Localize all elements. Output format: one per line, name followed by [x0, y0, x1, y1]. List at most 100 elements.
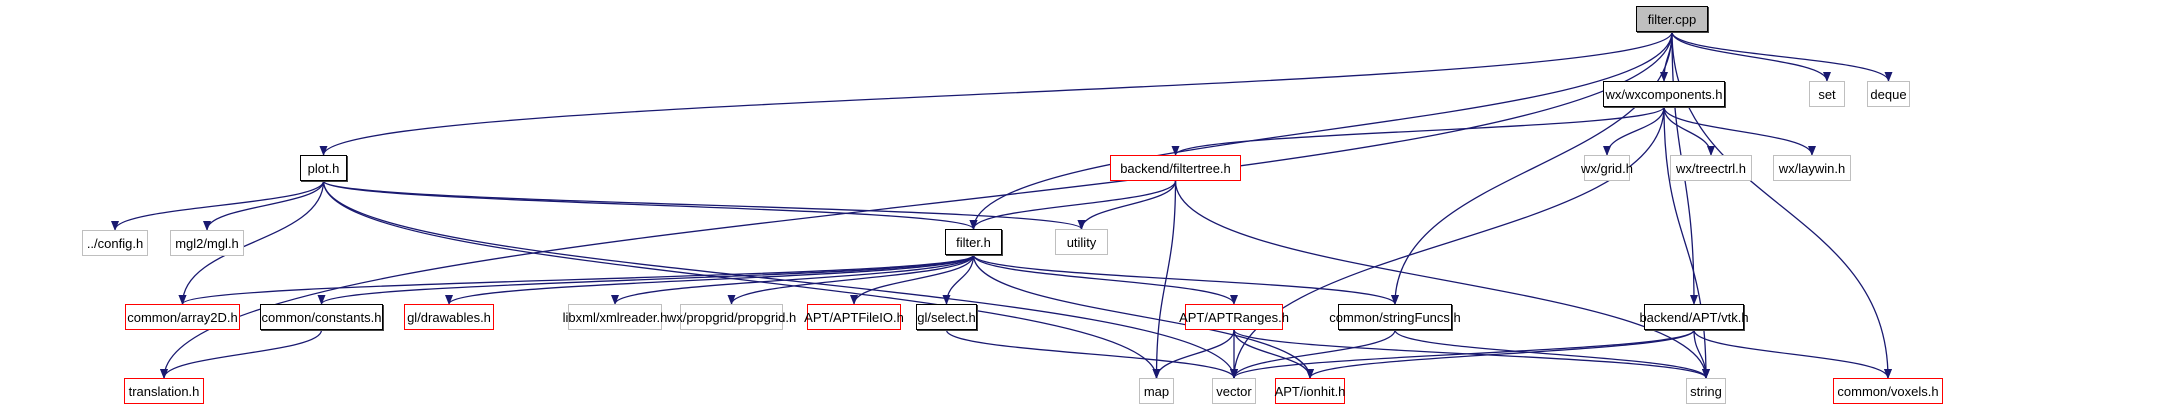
node-label: libxml/xmlreader.h: [562, 309, 668, 325]
node-label: wx/laywin.h: [1778, 160, 1846, 176]
edge-plot-to-mgl: [203, 180, 325, 231]
node-filtertree[interactable]: backend/filtertree.h: [1110, 155, 1241, 181]
edge-vtk-to-vector: [1230, 329, 1695, 379]
node-label: filter.cpp: [1647, 11, 1697, 27]
node-filter-cpp[interactable]: filter.cpp: [1636, 6, 1708, 32]
edge-filtertree-to-utility: [1077, 180, 1177, 230]
edge-plot-to-map: [322, 180, 1161, 379]
node-translation[interactable]: translation.h: [124, 378, 204, 404]
node-map[interactable]: map: [1139, 378, 1174, 404]
edge-filter-cpp-to-plot: [319, 31, 1673, 156]
node-wxgrid[interactable]: wx/grid.h: [1580, 155, 1634, 181]
edge-select-to-vector: [945, 329, 1238, 379]
node-label: plot.h: [307, 160, 340, 176]
node-aptranges[interactable]: APT/APTRanges.h: [1179, 304, 1289, 330]
edge-wxcomponents-to-string: [1663, 106, 1710, 379]
edge-plot-to-array2d: [178, 180, 325, 305]
edge-plot-to-config: [111, 180, 325, 231]
edge-wxcomponents-to-filtertree: [1171, 106, 1665, 156]
node-label: APT/APTRanges.h: [1179, 309, 1289, 325]
edge-wxcomponents-to-wxtreectrl: [1663, 106, 1715, 156]
node-label: wx/propgrid/propgrid.h: [666, 309, 797, 325]
node-array2d[interactable]: common/array2D.h: [125, 304, 240, 330]
node-constants[interactable]: common/constants.h: [260, 304, 383, 330]
node-label: map: [1143, 383, 1170, 399]
node-label: mgl2/mgl.h: [175, 235, 239, 251]
edge-filtertree-to-string: [1174, 180, 1710, 379]
node-drawables[interactable]: gl/drawables.h: [404, 304, 494, 330]
node-label: gl/select.h: [917, 309, 976, 325]
edge-filtertree-to-filter-h: [969, 180, 1177, 230]
node-stringfuncs[interactable]: common/stringFuncs.h: [1329, 304, 1461, 330]
node-label: common/constants.h: [261, 309, 382, 325]
node-label: deque: [1870, 86, 1907, 102]
edge-filter-cpp-to-translation: [160, 31, 1673, 379]
node-label: string: [1690, 383, 1722, 399]
node-xmlreader[interactable]: libxml/xmlreader.h: [563, 304, 667, 330]
node-label: gl/drawables.h: [407, 309, 491, 325]
edge-filter-h-to-drawables: [445, 254, 975, 305]
edge-vtk-to-string: [1693, 329, 1710, 379]
edge-vtk-to-ionhit: [1306, 329, 1695, 379]
edge-filter-h-to-aptfileio: [850, 254, 975, 305]
edge-filter-cpp-to-deque: [1671, 31, 1893, 82]
edge-plot-to-filter-h: [322, 180, 978, 230]
edge-aptranges-to-ionhit: [1233, 329, 1314, 379]
edge-constants-to-translation: [160, 329, 323, 379]
edge-vtk-to-voxels: [1693, 329, 1892, 379]
node-label: APT/APTFileIO.h: [804, 309, 904, 325]
edge-filter-h-to-select: [942, 254, 975, 305]
edge-wxcomponents-to-wxgrid: [1603, 106, 1665, 156]
edge-plot-to-utility: [322, 180, 1086, 230]
edge-filter-h-to-propgrid: [727, 254, 975, 305]
node-label: wx/grid.h: [1580, 160, 1634, 176]
node-label: translation.h: [128, 383, 200, 399]
node-voxels[interactable]: common/voxels.h: [1833, 378, 1943, 404]
node-string[interactable]: string: [1686, 378, 1726, 404]
edge-aptranges-to-map: [1152, 329, 1235, 379]
node-ionhit[interactable]: APT/ionhit.h: [1275, 378, 1345, 404]
edge-filter-h-to-aptranges: [972, 254, 1238, 305]
edge-filter-h-to-constants: [317, 254, 975, 305]
edge-plot-to-vector: [322, 180, 1238, 379]
node-label: ../config.h: [86, 235, 144, 251]
node-utility[interactable]: utility: [1055, 229, 1108, 255]
node-label: set: [1818, 86, 1836, 102]
node-plot[interactable]: plot.h: [300, 155, 347, 181]
edge-filter-cpp-to-filter-h: [969, 31, 1673, 230]
node-label: backend/filtertree.h: [1120, 160, 1231, 176]
edge-filter-cpp-to-set: [1671, 31, 1831, 82]
edge-stringfuncs-to-string: [1394, 329, 1710, 379]
node-label: common/array2D.h: [127, 309, 238, 325]
node-wxlaywin[interactable]: wx/laywin.h: [1773, 155, 1851, 181]
edge-filtertree-to-map: [1152, 180, 1177, 379]
node-label: vector: [1216, 383, 1252, 399]
edge-stringfuncs-to-vector: [1230, 329, 1396, 379]
node-vtk[interactable]: backend/APT/vtk.h: [1639, 304, 1749, 330]
node-label: wx/wxcomponents.h: [1605, 86, 1723, 102]
node-mgl[interactable]: mgl2/mgl.h: [170, 230, 244, 256]
edge-filter-h-to-array2d: [178, 254, 975, 305]
node-label: wx/treectrl.h: [1675, 160, 1747, 176]
edge-filter-h-to-ionhit: [972, 254, 1314, 379]
node-label: common/stringFuncs.h: [1329, 309, 1461, 325]
node-label: utility: [1066, 234, 1097, 250]
edge-wxcomponents-to-wxlaywin: [1663, 106, 1816, 156]
node-vector[interactable]: vector: [1212, 378, 1256, 404]
node-wxtreectrl[interactable]: wx/treectrl.h: [1670, 155, 1752, 181]
node-label: APT/ionhit.h: [1274, 383, 1346, 399]
node-aptfileio[interactable]: APT/APTFileIO.h: [804, 304, 904, 330]
node-filter-h[interactable]: filter.h: [945, 229, 1002, 255]
node-config[interactable]: ../config.h: [82, 230, 148, 256]
edge-filter-h-to-stringfuncs: [972, 254, 1399, 305]
edge-filter-h-to-xmlreader: [611, 254, 975, 305]
node-label: backend/APT/vtk.h: [1639, 309, 1749, 325]
node-deque[interactable]: deque: [1867, 81, 1910, 107]
node-wxcomponents[interactable]: wx/wxcomponents.h: [1603, 81, 1725, 107]
node-set[interactable]: set: [1809, 81, 1845, 107]
edge-wxcomponents-to-vector: [1230, 106, 1665, 379]
node-select[interactable]: gl/select.h: [916, 304, 977, 330]
node-label: filter.h: [956, 234, 991, 250]
node-propgrid[interactable]: wx/propgrid/propgrid.h: [667, 304, 796, 330]
